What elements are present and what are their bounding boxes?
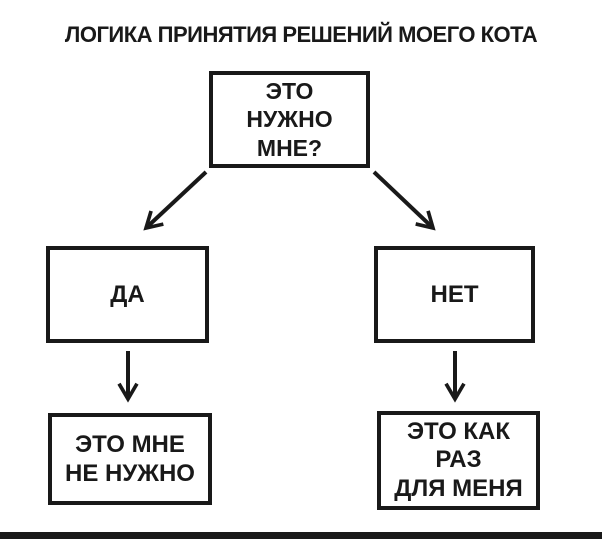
- node-yes-result: ЭТО МНЕ НЕ НУЖНО: [48, 413, 212, 505]
- node-yes-label: ДА: [110, 280, 145, 308]
- node-root-label: ЭТО НУЖНО МНЕ?: [246, 78, 333, 161]
- arrow-root-to-no: [372, 170, 436, 231]
- node-yes: ДА: [46, 246, 209, 343]
- node-root: ЭТО НУЖНО МНЕ?: [209, 71, 370, 168]
- node-no-label: НЕТ: [430, 280, 479, 308]
- node-no-result-label: ЭТО КАК РАЗ ДЛЯ МЕНЯ: [394, 418, 523, 502]
- node-yes-result-label: ЭТО МНЕ НЕ НУЖНО: [65, 430, 195, 487]
- diagram-title: ЛОГИКА ПРИНЯТИЯ РЕШЕНИЙ МОЕГО КОТА: [64, 22, 538, 47]
- bottom-border-bar: [0, 532, 602, 539]
- arrow-root-to-yes: [143, 170, 208, 231]
- node-no-result: ЭТО КАК РАЗ ДЛЯ МЕНЯ: [377, 411, 540, 510]
- node-no: НЕТ: [374, 246, 535, 343]
